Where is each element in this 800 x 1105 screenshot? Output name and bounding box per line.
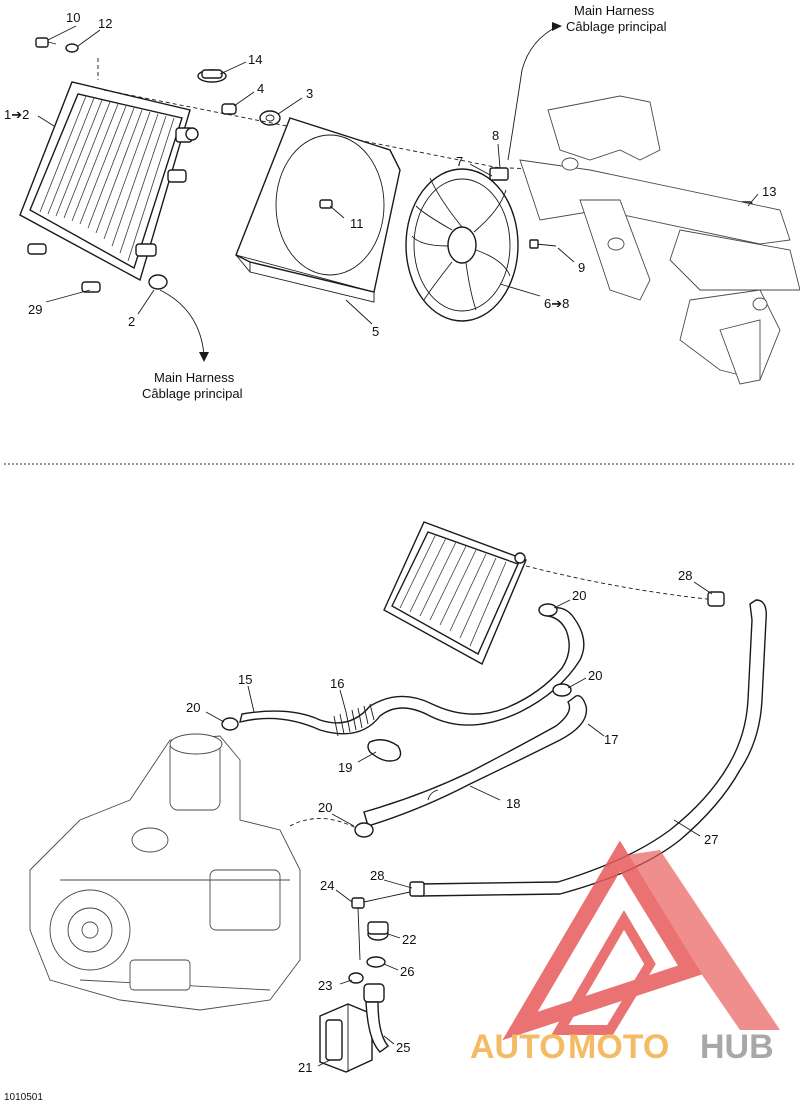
vehicle-frame (519, 95, 800, 385)
callout-25: 25 (396, 1040, 410, 1055)
automotohub-watermark-logo: AUTO MOTO HUB (470, 840, 780, 1066)
watermark-brand-moto: MOTO (568, 1028, 669, 1066)
callout-12: 12 (98, 16, 112, 31)
grommet-29 (27, 243, 101, 293)
neck-25 (363, 983, 390, 1053)
callout-22: 22 (402, 932, 416, 947)
coolant-reservoir-21 (319, 1003, 373, 1073)
grommet-23 (348, 972, 364, 984)
callout-20-middle: 20 (588, 668, 602, 683)
o-ring-19 (367, 739, 402, 762)
callout-23: 23 (318, 978, 332, 993)
cap-22 (367, 921, 389, 941)
screw-9 (529, 239, 557, 249)
callout-28-lower: 28 (370, 868, 384, 883)
callout-7: 7 (456, 154, 463, 169)
callout-20-lower: 20 (318, 800, 332, 815)
harness-bottom-label-fr: Câblage principal (142, 386, 243, 401)
callout-20-left: 20 (186, 700, 200, 715)
callout-10: 10 (66, 10, 80, 25)
watermark-brand-auto: AUTO (470, 1028, 566, 1066)
callout-1-to-2: 1➔2 (4, 107, 29, 122)
callout-6-to-8: 6➔8 (544, 296, 569, 311)
harness-top-label-en: Main Harness (574, 3, 655, 18)
callout-15: 15 (238, 672, 252, 687)
clamp-28 (409, 591, 725, 897)
fitting-24 (351, 891, 411, 961)
callout-20-upper: 20 (572, 588, 586, 603)
callout-19: 19 (338, 760, 352, 775)
callout-18: 18 (506, 796, 520, 811)
radiator-cap-14 (197, 69, 227, 83)
callout-26: 26 (400, 964, 414, 979)
callout-29: 29 (28, 302, 42, 317)
callout-21: 21 (298, 1060, 312, 1075)
callout-13: 13 (762, 184, 776, 199)
harness-top-label-fr: Câblage principal (566, 19, 667, 34)
callout-28-upper: 28 (678, 568, 692, 583)
callout-9: 9 (578, 260, 585, 275)
corrugated-hose-16 (333, 703, 375, 737)
watermark-brand-hub: HUB (700, 1028, 774, 1066)
callout-17: 17 (604, 732, 618, 747)
cooling-fan (405, 168, 519, 322)
callout-3: 3 (306, 86, 313, 101)
seal-26 (366, 956, 386, 968)
grommet-2 (148, 274, 168, 290)
callout-11: 11 (350, 216, 364, 231)
engine (29, 733, 301, 1011)
bolt-10 (35, 37, 57, 48)
screw-11 (319, 199, 333, 209)
spacer-4 (221, 103, 237, 115)
callout-14: 14 (248, 52, 262, 67)
callout-16: 16 (330, 676, 344, 691)
callout-5: 5 (372, 324, 379, 339)
callout-24: 24 (320, 878, 334, 893)
washer-12 (65, 43, 79, 53)
connector-7 (489, 167, 509, 181)
callout-8: 8 (492, 128, 499, 143)
reference-code: 1010501 (4, 1092, 43, 1103)
fan-shroud (235, 117, 401, 303)
callout-2: 2 (128, 314, 135, 329)
callout-4: 4 (257, 81, 264, 96)
clamp-20 (221, 603, 572, 838)
radiator (19, 81, 199, 282)
radiator-assembled (383, 521, 527, 665)
harness-bottom-label-en: Main Harness (154, 370, 235, 385)
callout-27: 27 (704, 832, 718, 847)
